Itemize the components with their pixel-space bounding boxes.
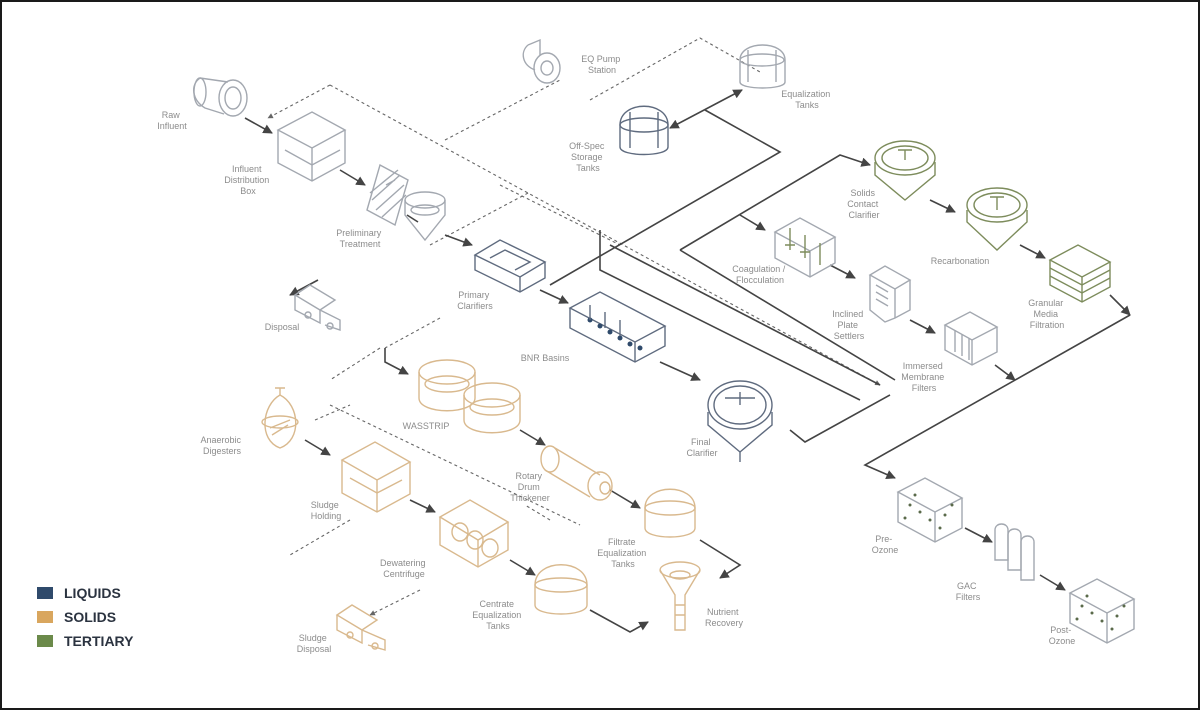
label-pre-ozone: Pre- Ozone (872, 534, 899, 555)
label-eq-pump-station: EQ Pump Station (581, 54, 623, 75)
label-preliminary-treatment: Preliminary Treatment (336, 228, 384, 249)
label-sludge-holding: Sludge Holding (311, 500, 342, 521)
final-clarifier-icon (707, 380, 773, 462)
coagulation-flocculation-icon (773, 217, 837, 278)
label-solids-contact-clarifier: Solids Contact Clarifier (847, 188, 881, 220)
pre-ozone-icon (896, 477, 964, 543)
label-wasstrip: WASSTRIP (403, 421, 450, 431)
node-labels: Raw Influent Influent Distribution Box P… (157, 54, 1075, 654)
label-bnr-basins: BNR Basins (521, 353, 570, 363)
primary-clarifiers-icon (473, 239, 547, 293)
wasstrip-icon (418, 359, 521, 434)
label-nutrient-recovery: Nutrient Recovery (705, 607, 744, 628)
disposal-truck-icon (293, 284, 341, 331)
influent-distribution-box-icon (276, 111, 347, 182)
preliminary-treatment-icon (366, 163, 446, 242)
raw-influent-pipe-icon (193, 77, 248, 117)
equalization-tanks-icon (739, 44, 786, 89)
label-anaerobic-digesters: Anaerobic Digesters (200, 435, 243, 456)
legend: LIQUIDS SOLIDS TERTIARY (37, 585, 134, 649)
bnr-basins-icon (568, 291, 667, 363)
label-gac-filters: GAC Filters (956, 581, 981, 602)
label-filtrate-equalization-tanks: Filtrate Equalization Tanks (597, 537, 649, 569)
label-inclined-plate-settlers: Inclined Plate Settlers (832, 309, 866, 341)
legend-item-tertiary: TERTIARY (37, 633, 134, 649)
label-immersed-membrane-filters: Immersed Membrane Filters (901, 361, 947, 393)
label-rotary-drum-thickener: Rotary Drum Thickener (510, 471, 550, 503)
centrate-equalization-tanks-icon (534, 564, 588, 615)
legend-label-solids: SOLIDS (64, 609, 116, 625)
label-post-ozone: Post- Ozone (1049, 625, 1076, 646)
sludge-holding-icon (340, 441, 412, 513)
legend-item-liquids: LIQUIDS (37, 585, 121, 601)
label-granular-media-filtration: Granular Media Filtration (1028, 298, 1066, 330)
label-dewatering-centrifuge: Dewatering Centrifuge (380, 558, 428, 579)
label-disposal: Disposal (265, 322, 300, 332)
granular-media-filtration-icon (1048, 244, 1112, 303)
dewatering-centrifuge-icon (438, 499, 510, 568)
label-off-spec-storage-tanks: Off-Spec Storage Tanks (569, 141, 607, 173)
label-centrate-equalization-tanks: Centrate Equalization Tanks (472, 599, 524, 631)
off-spec-storage-tanks-icon (619, 105, 669, 156)
legend-label-tertiary: TERTIARY (64, 633, 134, 649)
label-coagulation-flocculation: Coagulation / Flocculation (732, 264, 788, 285)
label-raw-influent: Raw Influent (157, 110, 187, 131)
sludge-disposal-truck-icon (335, 604, 386, 651)
post-ozone-icon (1068, 578, 1136, 644)
label-primary-clarifiers: Primary Clarifiers (457, 290, 493, 311)
immersed-membrane-filters-icon (943, 311, 999, 366)
label-influent-distribution-box: Influent Distribution Box (224, 164, 272, 196)
legend-swatch-solids (37, 611, 53, 623)
legend-label-liquids: LIQUIDS (64, 585, 121, 601)
legend-swatch-liquids (37, 587, 53, 599)
gac-filters-icon (994, 523, 1035, 581)
inclined-plate-settlers-icon (868, 265, 912, 323)
solids-contact-clarifier-icon (874, 140, 936, 201)
label-sludge-disposal: Sludge Disposal (297, 633, 332, 654)
legend-item-solids: SOLIDS (37, 609, 116, 625)
legend-swatch-tertiary (37, 635, 53, 647)
rotary-drum-thickener-icon (540, 445, 613, 501)
filtrate-equalization-tanks-icon (644, 488, 696, 538)
nutrient-recovery-icon (659, 561, 701, 631)
label-recarbonation: Recarbonation (931, 256, 990, 266)
label-equalization-tanks: Equalization Tanks (781, 89, 833, 110)
label-final-clarifier: Final Clarifier (686, 437, 717, 458)
recarbonation-icon (966, 187, 1028, 251)
eq-pump-station-icon (522, 38, 561, 84)
anaerobic-digesters-icon (261, 387, 299, 449)
flow-lines (244, 37, 1131, 633)
